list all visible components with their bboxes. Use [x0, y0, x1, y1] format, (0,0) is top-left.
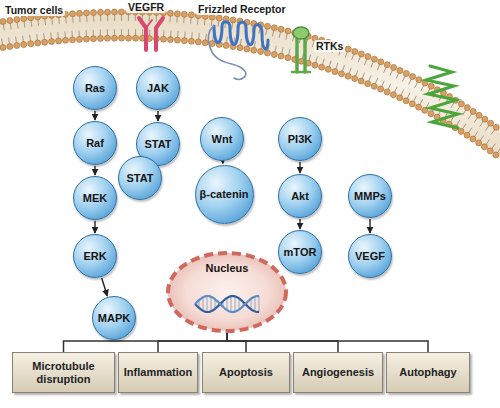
node-label: PI3K — [288, 133, 312, 145]
outcome-box: Inflammation — [118, 352, 198, 393]
connector — [227, 331, 428, 352]
connector — [299, 162, 300, 173]
receptor-label: RTKs — [314, 40, 345, 52]
signal-node: PI3K — [278, 117, 322, 161]
node-label: Angiogenesis — [302, 366, 374, 379]
connector — [102, 278, 108, 296]
node-label: β-catenin — [200, 188, 249, 200]
nucleus: Nucleus — [165, 250, 289, 334]
node-label: Akt — [291, 190, 309, 202]
rtk-receptor — [292, 27, 310, 72]
signal-node: Raf — [73, 121, 117, 165]
signal-node: JAK — [136, 66, 180, 110]
connector — [369, 219, 370, 233]
connector — [94, 111, 95, 120]
node-label: MMPs — [354, 190, 386, 202]
connector — [299, 219, 300, 229]
connector — [222, 162, 223, 164]
node-label: Inflammation — [124, 366, 192, 379]
node-label: STAT — [144, 138, 171, 150]
vegfr-receptor — [139, 18, 163, 50]
node-label: Apoptosis — [219, 366, 273, 379]
helix-receptor — [426, 66, 458, 128]
signal-node: β-catenin — [195, 165, 254, 224]
node-label: mTOR — [284, 246, 317, 258]
node-label: MAPK — [98, 312, 130, 324]
node-label: Nucleus — [165, 262, 289, 274]
signal-node: MMPs — [348, 174, 392, 218]
receptor-label: Frizzled Receptor — [196, 3, 288, 15]
outcome-box: Apoptosis — [202, 352, 290, 393]
receptor-label: VEGFR — [126, 1, 166, 13]
signal-node: MEK — [73, 176, 117, 220]
outcome-box: Microtubule disruption — [12, 352, 115, 393]
dna-illustration — [195, 296, 259, 312]
signal-node: mTOR — [278, 230, 322, 274]
connector — [64, 331, 228, 352]
node-label: MEK — [83, 192, 107, 204]
connector — [158, 331, 227, 352]
signal-node: Wnt — [200, 117, 244, 161]
node-label: Ras — [85, 82, 105, 94]
signal-node: VEGF — [348, 234, 392, 278]
node-label: Raf — [86, 137, 104, 149]
signal-node: Akt — [278, 174, 322, 218]
node-label: VEGF — [355, 250, 385, 262]
node-label: Wnt — [212, 133, 233, 145]
signal-node: MAPK — [92, 296, 136, 340]
outcome-box: Angiogenesis — [293, 352, 383, 393]
signal-node: ERK — [73, 234, 117, 278]
node-label: Autophagy — [399, 366, 456, 379]
node-label: STAT — [126, 172, 153, 184]
node-label: ERK — [83, 250, 106, 262]
receptor-label: Tumor cells — [3, 4, 65, 16]
node-label: Microtubule disruption — [16, 360, 111, 385]
connector — [157, 111, 158, 121]
frizzled-receptor — [208, 22, 268, 80]
connector — [94, 221, 95, 233]
connector — [94, 166, 95, 175]
signal-node: STAT — [118, 156, 162, 200]
outcome-box: Autophagy — [386, 352, 470, 393]
signal-node: Ras — [73, 66, 117, 110]
node-label: JAK — [147, 82, 169, 94]
